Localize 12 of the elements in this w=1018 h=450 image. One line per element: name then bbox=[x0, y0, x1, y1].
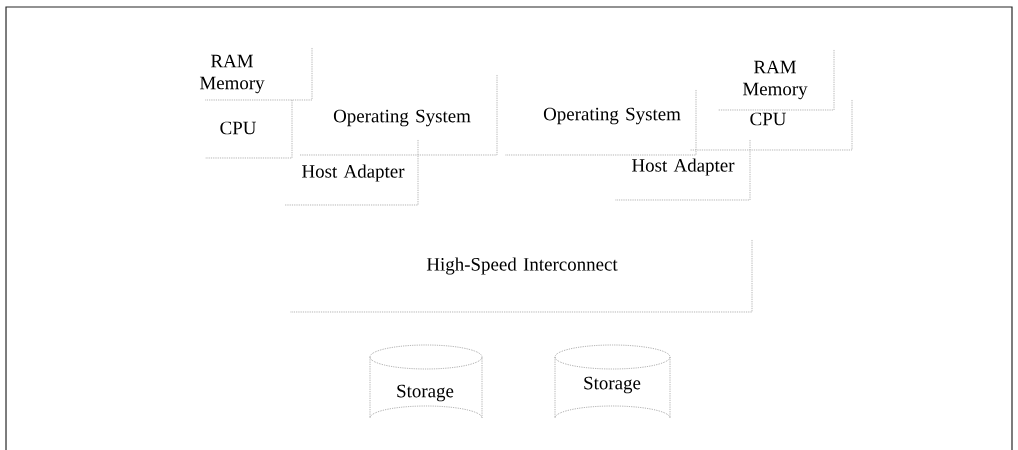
component-box: Host Adapter bbox=[614, 139, 751, 201]
component-box: Host Adapter bbox=[284, 139, 419, 206]
component-box: High-Speed Interconnect bbox=[289, 239, 753, 313]
node-label: Storage bbox=[397, 384, 454, 402]
storage-cylinder: Storage bbox=[554, 344, 671, 419]
component-box: Operating System bbox=[299, 74, 498, 156]
component-box: Operating System bbox=[504, 89, 697, 156]
storage-cylinder: Storage bbox=[369, 344, 483, 419]
component-box: CPU bbox=[204, 99, 293, 159]
component-box: CPU bbox=[689, 99, 853, 151]
node-label: Storage bbox=[584, 376, 641, 394]
component-box: RAM Memory bbox=[717, 49, 835, 111]
